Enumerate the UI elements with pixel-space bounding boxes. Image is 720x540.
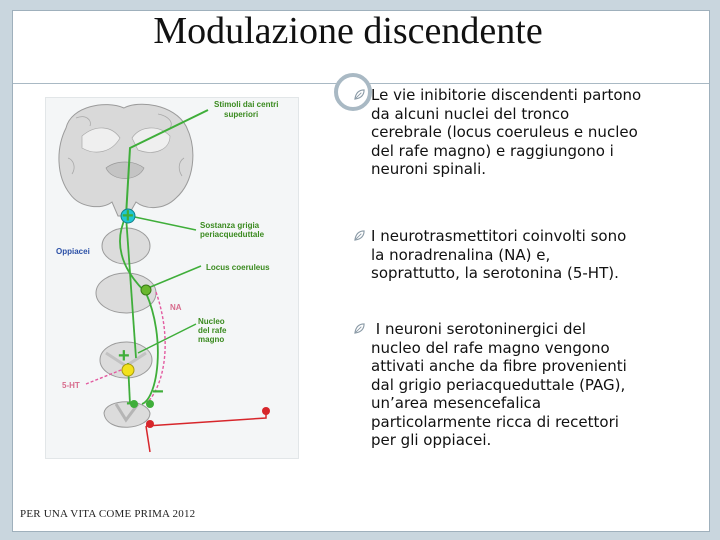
label-nucleo-line3: magno: [198, 335, 224, 344]
bullet-line: da alcuni nuclei del tronco: [371, 104, 570, 123]
minus-sign-2: −: [152, 381, 164, 403]
bullet-line: I neuroni serotoninergici del: [371, 320, 586, 338]
pink-pathways: [85, 291, 166, 405]
bullet-item: I neuroni serotoninergici del nucleo del…: [350, 320, 627, 450]
brainstem-sections: [95, 227, 157, 428]
label-nucleo-line2: del rafe: [198, 326, 227, 335]
bullet-line: la noradrenalina (NA) e,: [371, 245, 551, 264]
label-sostanza-line2: periacqueduttale: [200, 230, 265, 239]
bullet-line: soprattutto, la serotonina (5-HT).: [371, 264, 619, 282]
bullet-line: particolarmente ricca di recettori: [371, 412, 619, 431]
bullet-line: neuroni spinali.: [371, 160, 487, 178]
label-oppiacei: Oppiacei: [56, 247, 90, 256]
spinal-green-dot: [130, 400, 138, 408]
bullet-line: per gli oppiacei.: [371, 431, 492, 449]
label-nucleo-line1: Nucleo: [198, 317, 225, 326]
label-stimoli-line2: superiori: [224, 110, 258, 119]
raphe-nucleus: [121, 363, 135, 377]
bullet-item: I neurotrasmettitori coinvolti sono la n…: [350, 227, 626, 283]
plus-sign-raphe: +: [118, 345, 130, 367]
bullet-line: attivati anche da fibre provenienti: [371, 357, 627, 375]
plus-sign-pag: +: [122, 205, 134, 227]
label-na: NA: [170, 303, 182, 312]
bullet-line: Le vie inibitorie discendenti partono: [371, 86, 642, 104]
minus-sign-1: −: [126, 393, 138, 415]
bullet-line: nucleo del rafe magno vengono: [371, 338, 610, 357]
bullet-line: cerebrale (locus coeruleus e nucleo: [371, 123, 638, 141]
ring-connector-icon: [334, 73, 372, 111]
label-stimoli-line1: Stimoli dai centri: [214, 100, 278, 109]
slide-title: Modulazione discendente: [153, 10, 543, 52]
pag-nucleus: [120, 208, 136, 224]
descending-pathway-diagram: + + − − Stimoli dai centri superiori Sos…: [56, 100, 278, 453]
red-pathways: [145, 407, 270, 453]
bullet-line: un’area mesencefalica: [371, 394, 542, 412]
leaf-bullet-icon: [354, 89, 365, 100]
bullet-line: dal grigio periacqueduttale (PAG),: [371, 375, 626, 394]
label-5ht: 5-HT: [62, 381, 80, 390]
neuro-figure: + + − − Stimoli dai centri superiori Sos…: [45, 97, 299, 459]
label-locus: Locus coeruleus: [206, 263, 270, 272]
spinal-green-dot-2: [146, 400, 154, 408]
label-sostanza-line1: Sostanza grigia: [200, 221, 260, 230]
locus-coeruleus-nucleus: [140, 284, 152, 296]
bullet-line: del rafe magno) e raggiungono i: [371, 141, 614, 160]
brain-section-shape: [58, 103, 194, 217]
leaf-bullet-icon: [354, 323, 365, 334]
leaf-bullet-icon: [354, 230, 365, 241]
bullet-item: Le vie inibitorie discendenti partono da…: [350, 86, 641, 179]
bullet-line: I neurotrasmettitori coinvolti sono: [371, 227, 627, 245]
slide-footer: PER UNA VITA COME PRIMA 2012: [20, 508, 196, 520]
